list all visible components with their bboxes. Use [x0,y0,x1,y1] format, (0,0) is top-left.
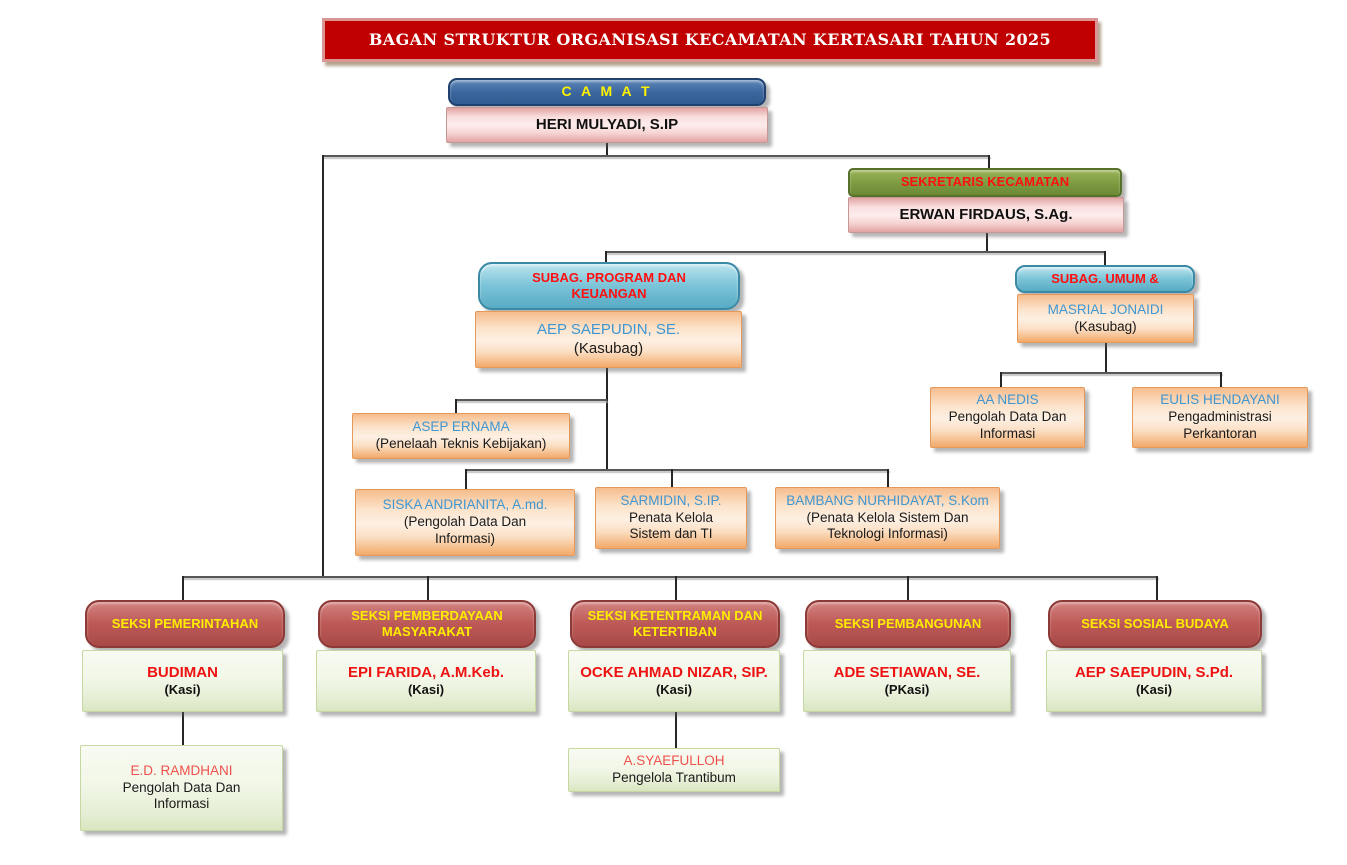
header-subag-program-label: SUBAG. PROGRAM DAN KEUANGAN [532,269,686,301]
box-ed-ramdhani: E.D. RAMDHANI Pengolah Data Dan Informas… [80,745,283,831]
connector [1105,343,1107,373]
person-name: EULIS HENDAYANI [1160,392,1280,408]
person-role: (Kasubag) [1074,318,1137,334]
header-seksi-pemerintahan: SEKSI PEMERINTAHAN [85,600,285,648]
person-role: (Kasi) [1135,682,1173,698]
box-asep-ernama: ASEP ERNAMA (Penelaah Teknis Kebijakan) [352,413,570,459]
box-camat-name: HERI MULYADI, S.IP [446,107,768,143]
connector [465,469,889,471]
box-sekretaris-name: ERWAN FIRDAUS, S.Ag. [848,197,1124,233]
person-name: AEP SAEPUDIN, S.Pd. [1074,663,1234,681]
header-label: SEKSI KETENTRAMAN DAN KETERTIBAN [587,607,763,639]
connector [606,368,608,471]
box-ocke-ahmad-nizar: OCKE AHMAD NIZAR, SIP. (Kasi) [568,650,780,712]
header-subag-umum-label: SUBAG. UMUM & [1051,270,1159,286]
person-name: ADE SETIAWAN, SE. [833,663,981,681]
connector [605,251,607,263]
header-label: SEKSI PEMBANGUNAN [834,615,982,631]
connector [671,469,673,487]
connector [455,399,457,413]
person-name: AA NEDIS [976,392,1039,408]
connector [182,576,184,600]
box-aep-saepudin-spd: AEP SAEPUDIN, S.Pd. (Kasi) [1046,650,1262,712]
connector [1220,372,1222,387]
person-role: Pengelola Trantibum [612,770,736,785]
header-seksi-pembangunan: SEKSI PEMBANGUNAN [805,600,1011,648]
box-epi-farida: EPI FARIDA, A.M.Keb. (Kasi) [316,650,536,712]
connector [605,251,1105,253]
header-seksi-sosial-budaya: SEKSI SOSIAL BUDAYA [1048,600,1262,648]
person-name: SARMIDIN, S.IP. [620,492,722,508]
connector [988,155,990,169]
connector [907,576,909,600]
header-label: SEKSI SOSIAL BUDAYA [1081,615,1229,631]
person-name: E.D. RAMDHANI [130,762,233,778]
connector [1000,372,1222,374]
person-name: A.SYAEFULLOH [623,753,725,769]
person-role: Pengadministrasi Perkantoran [1168,409,1272,441]
box-budiman: BUDIMAN (Kasi) [82,650,283,712]
person-role: (Penelaah Teknis Kebijakan) [375,436,547,451]
connector [455,399,607,401]
person-name: MASRIAL JONAIDI [1047,301,1164,317]
header-label: SEKSI PEMBERDAYAAN MASYARAKAT [351,607,503,639]
person-role: (PKasi) [884,682,930,698]
box-subag-umum-name: MASRIAL JONAIDI (Kasubag) [1017,294,1194,343]
person-name: HERI MULYADI, S.IP [535,115,679,133]
box-eulis-hendayani: EULIS HENDAYANI Pengadministrasi Perkant… [1132,387,1308,448]
person-name: BUDIMAN [147,663,218,681]
header-subag-umum: SUBAG. UMUM & [1015,265,1195,293]
person-role: (Kasi) [407,682,445,698]
person-name: SISKA ANDRIANITA, A.md. [382,497,548,513]
person-role: (Kasi) [164,682,201,698]
connector [1156,576,1158,600]
person-role: Penata Kelola Sistem dan TI [628,509,714,542]
header-seksi-ketentraman: SEKSI KETENTRAMAN DAN KETERTIBAN [570,600,780,648]
box-siska-andrianita: SISKA ANDRIANITA, A.md. (Pengolah Data D… [355,489,575,556]
connector [675,576,677,600]
header-label: SEKSI PEMERINTAHAN [111,615,259,631]
connector [322,155,990,157]
box-subag-program-name: AEP SAEPUDIN, SE. (Kasubag) [475,311,742,368]
box-bambang-nurhidayat: BAMBANG NURHIDAYAT, S.Kom (Penata Kelola… [775,487,1000,549]
header-sekretaris-label: SEKRETARIS KECAMATAN [900,174,1070,190]
chart-title-banner: BAGAN STRUKTUR ORGANISASI KECAMATAN KERT… [322,18,1098,62]
header-camat: C A M A T [448,78,766,106]
connector [986,233,988,253]
person-name: ASEP ERNAMA [412,419,510,435]
header-subag-program: SUBAG. PROGRAM DAN KEUANGAN [478,262,740,310]
header-sekretaris: SEKRETARIS KECAMATAN [848,168,1122,197]
person-role: Pengolah Data Dan Informasi [122,779,241,812]
chart-title: BAGAN STRUKTUR ORGANISASI KECAMATAN KERT… [368,30,1052,49]
box-ade-setiawan: ADE SETIAWAN, SE. (PKasi) [803,650,1011,712]
person-role: Pengolah Data Dan Informasi [948,409,1067,441]
person-name: AEP SAEPUDIN, SE. [536,320,681,338]
connector [182,712,184,745]
box-syaefulloh: A.SYAEFULLOH Pengelola Trantibum [568,748,780,792]
person-name: OCKE AHMAD NIZAR, SIP. [580,663,768,681]
person-role: (Kasi) [655,682,693,698]
person-role: (Pengolah Data Dan Informasi) [403,514,527,546]
connector [675,712,677,748]
connector [182,576,1158,578]
connector [1104,251,1106,266]
header-camat-label: C A M A T [561,83,653,100]
connector [427,576,429,600]
connector [465,469,467,489]
connector [1000,372,1002,387]
connector [606,143,608,156]
person-role: (Penata Kelola Sistem Dan Teknologi Info… [806,509,969,542]
person-role: (Kasubag) [573,339,644,357]
person-name: BAMBANG NURHIDAYAT, S.Kom [786,492,989,508]
box-aa-nedis: AA NEDIS Pengolah Data Dan Informasi [930,387,1085,448]
connector [887,469,889,487]
person-name: EPI FARIDA, A.M.Keb. [347,663,505,681]
header-seksi-pemberdayaan: SEKSI PEMBERDAYAAN MASYARAKAT [318,600,536,648]
connector [322,155,324,578]
person-name: ERWAN FIRDAUS, S.Ag. [899,205,1073,223]
box-sarmidin: SARMIDIN, S.IP. Penata Kelola Sistem dan… [595,487,747,549]
